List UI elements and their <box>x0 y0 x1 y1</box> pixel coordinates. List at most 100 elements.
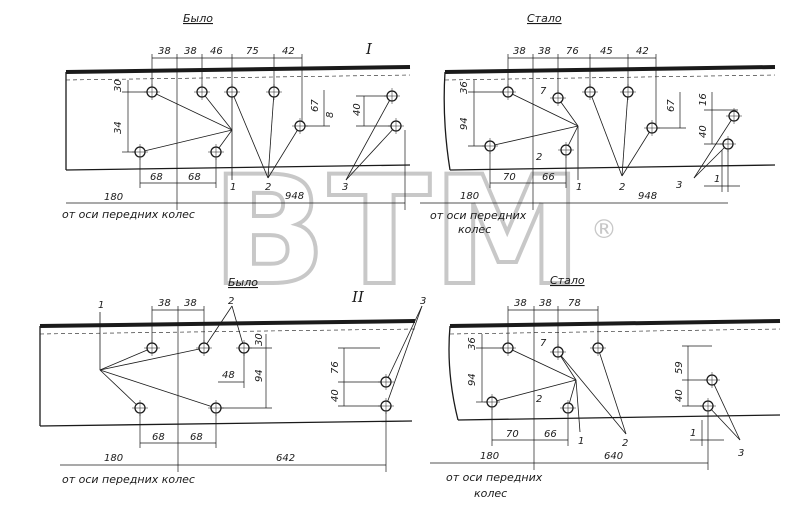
dim-label: 48 <box>222 370 235 381</box>
dim-label: 36 <box>467 337 478 350</box>
dim-label: 36 <box>459 81 470 94</box>
hole-marker <box>558 142 574 158</box>
hole-marker <box>132 400 148 416</box>
dim-label: 66 <box>544 429 557 440</box>
dim-label: 180 <box>104 192 123 203</box>
dim-label: 30 <box>113 79 124 92</box>
hole-marker <box>560 400 576 416</box>
leader-line <box>231 91 269 179</box>
hole-marker <box>208 144 224 160</box>
dim-label: 7 <box>540 338 547 349</box>
frame-flange <box>65 65 411 74</box>
dim-label: 42 <box>636 46 649 57</box>
dim-label: 38 <box>513 46 526 57</box>
leader-line <box>693 143 729 179</box>
panel-2-before: Было II 38 38 30 94 48 76 40 <box>39 276 426 486</box>
hole-marker <box>700 398 716 414</box>
hole-marker <box>194 84 210 100</box>
hole-marker <box>550 344 566 360</box>
dim-label: 94 <box>254 369 265 382</box>
callout-number: 1 <box>230 182 236 193</box>
frame-break <box>448 325 459 421</box>
dim-label: 642 <box>276 453 295 464</box>
dim-label: 7 <box>540 86 547 97</box>
leader-line <box>201 91 233 131</box>
dim-label: 46 <box>210 46 223 57</box>
dim-label: 68 <box>150 172 163 183</box>
hole-marker <box>292 118 308 134</box>
leader-line <box>267 125 301 179</box>
dim-label: 38 <box>184 298 197 309</box>
panel-title: Было <box>228 276 258 289</box>
leader-line <box>385 305 423 407</box>
panel-title: Стало <box>527 12 562 25</box>
panel-title: Стало <box>550 274 585 287</box>
dim-label: 45 <box>600 46 613 57</box>
caption: колес <box>458 223 491 236</box>
callout-number: 3 <box>420 296 426 307</box>
dim-label: 94 <box>459 117 470 130</box>
dim-label: 180 <box>460 191 479 202</box>
frame-bottom-edge <box>39 420 413 427</box>
dim-label: 948 <box>285 191 304 202</box>
dim-label: 68 <box>188 172 201 183</box>
leader-line <box>575 379 581 433</box>
hole-marker <box>384 88 400 104</box>
dim-label: 180 <box>104 453 123 464</box>
dim-label: 40 <box>674 389 685 402</box>
hole-marker <box>208 400 224 416</box>
dim-label: 70 <box>506 429 519 440</box>
flange-line <box>65 74 411 81</box>
leader-line <box>139 129 233 153</box>
leader-line <box>345 125 397 181</box>
dim-label: 38 <box>538 46 551 57</box>
dim-label: 94 <box>467 373 478 386</box>
panel-2-after: Стало 38 38 78 36 94 7 2 59 40 <box>430 274 781 500</box>
dim-label: 68 <box>152 432 165 443</box>
dim-label: 67 <box>310 99 321 112</box>
hole-marker <box>266 84 282 100</box>
callout-number: 1 <box>98 300 104 311</box>
leader-line <box>99 369 141 409</box>
dim-label: 640 <box>604 451 623 462</box>
dim-label: 1 <box>690 428 696 439</box>
callout-number: 2 <box>619 182 625 193</box>
dim-label: 8 <box>325 112 336 118</box>
section-label: II <box>351 288 365 306</box>
dim-label: 40 <box>352 103 363 116</box>
hole-marker <box>378 398 394 414</box>
section-label: I <box>365 40 373 58</box>
hole-marker <box>388 118 404 134</box>
frame-flange <box>449 319 781 328</box>
callout-number: 1 <box>578 436 584 447</box>
leader-line <box>507 347 577 381</box>
dim-label: 2 <box>536 394 542 405</box>
hole-marker <box>378 374 394 390</box>
leader-line <box>693 115 735 179</box>
dim-label: 38 <box>539 298 552 309</box>
dim-label: 38 <box>158 298 171 309</box>
dim-label: 38 <box>184 46 197 57</box>
callout-number: 2 <box>228 296 234 307</box>
dim-label: 76 <box>566 46 579 57</box>
leader-line <box>99 347 205 371</box>
leader-line <box>589 91 623 177</box>
dim-label: 948 <box>638 191 657 202</box>
caption: колес <box>474 487 507 500</box>
leader-line <box>489 125 579 147</box>
leader-line <box>203 305 233 349</box>
leader-line <box>99 347 153 371</box>
hole-marker <box>620 84 636 100</box>
callout-number: 3 <box>342 182 348 193</box>
dim-label: 75 <box>246 46 259 57</box>
hole-marker <box>720 136 736 152</box>
hole-marker <box>236 340 252 356</box>
hole-marker <box>582 84 598 100</box>
dim-label: 59 <box>674 361 685 374</box>
flange-line <box>449 328 781 335</box>
callout-number: 3 <box>676 180 682 191</box>
frame-bottom-edge <box>65 164 411 171</box>
frame-bottom-edge <box>457 414 781 421</box>
panel-title: Было <box>183 12 213 25</box>
